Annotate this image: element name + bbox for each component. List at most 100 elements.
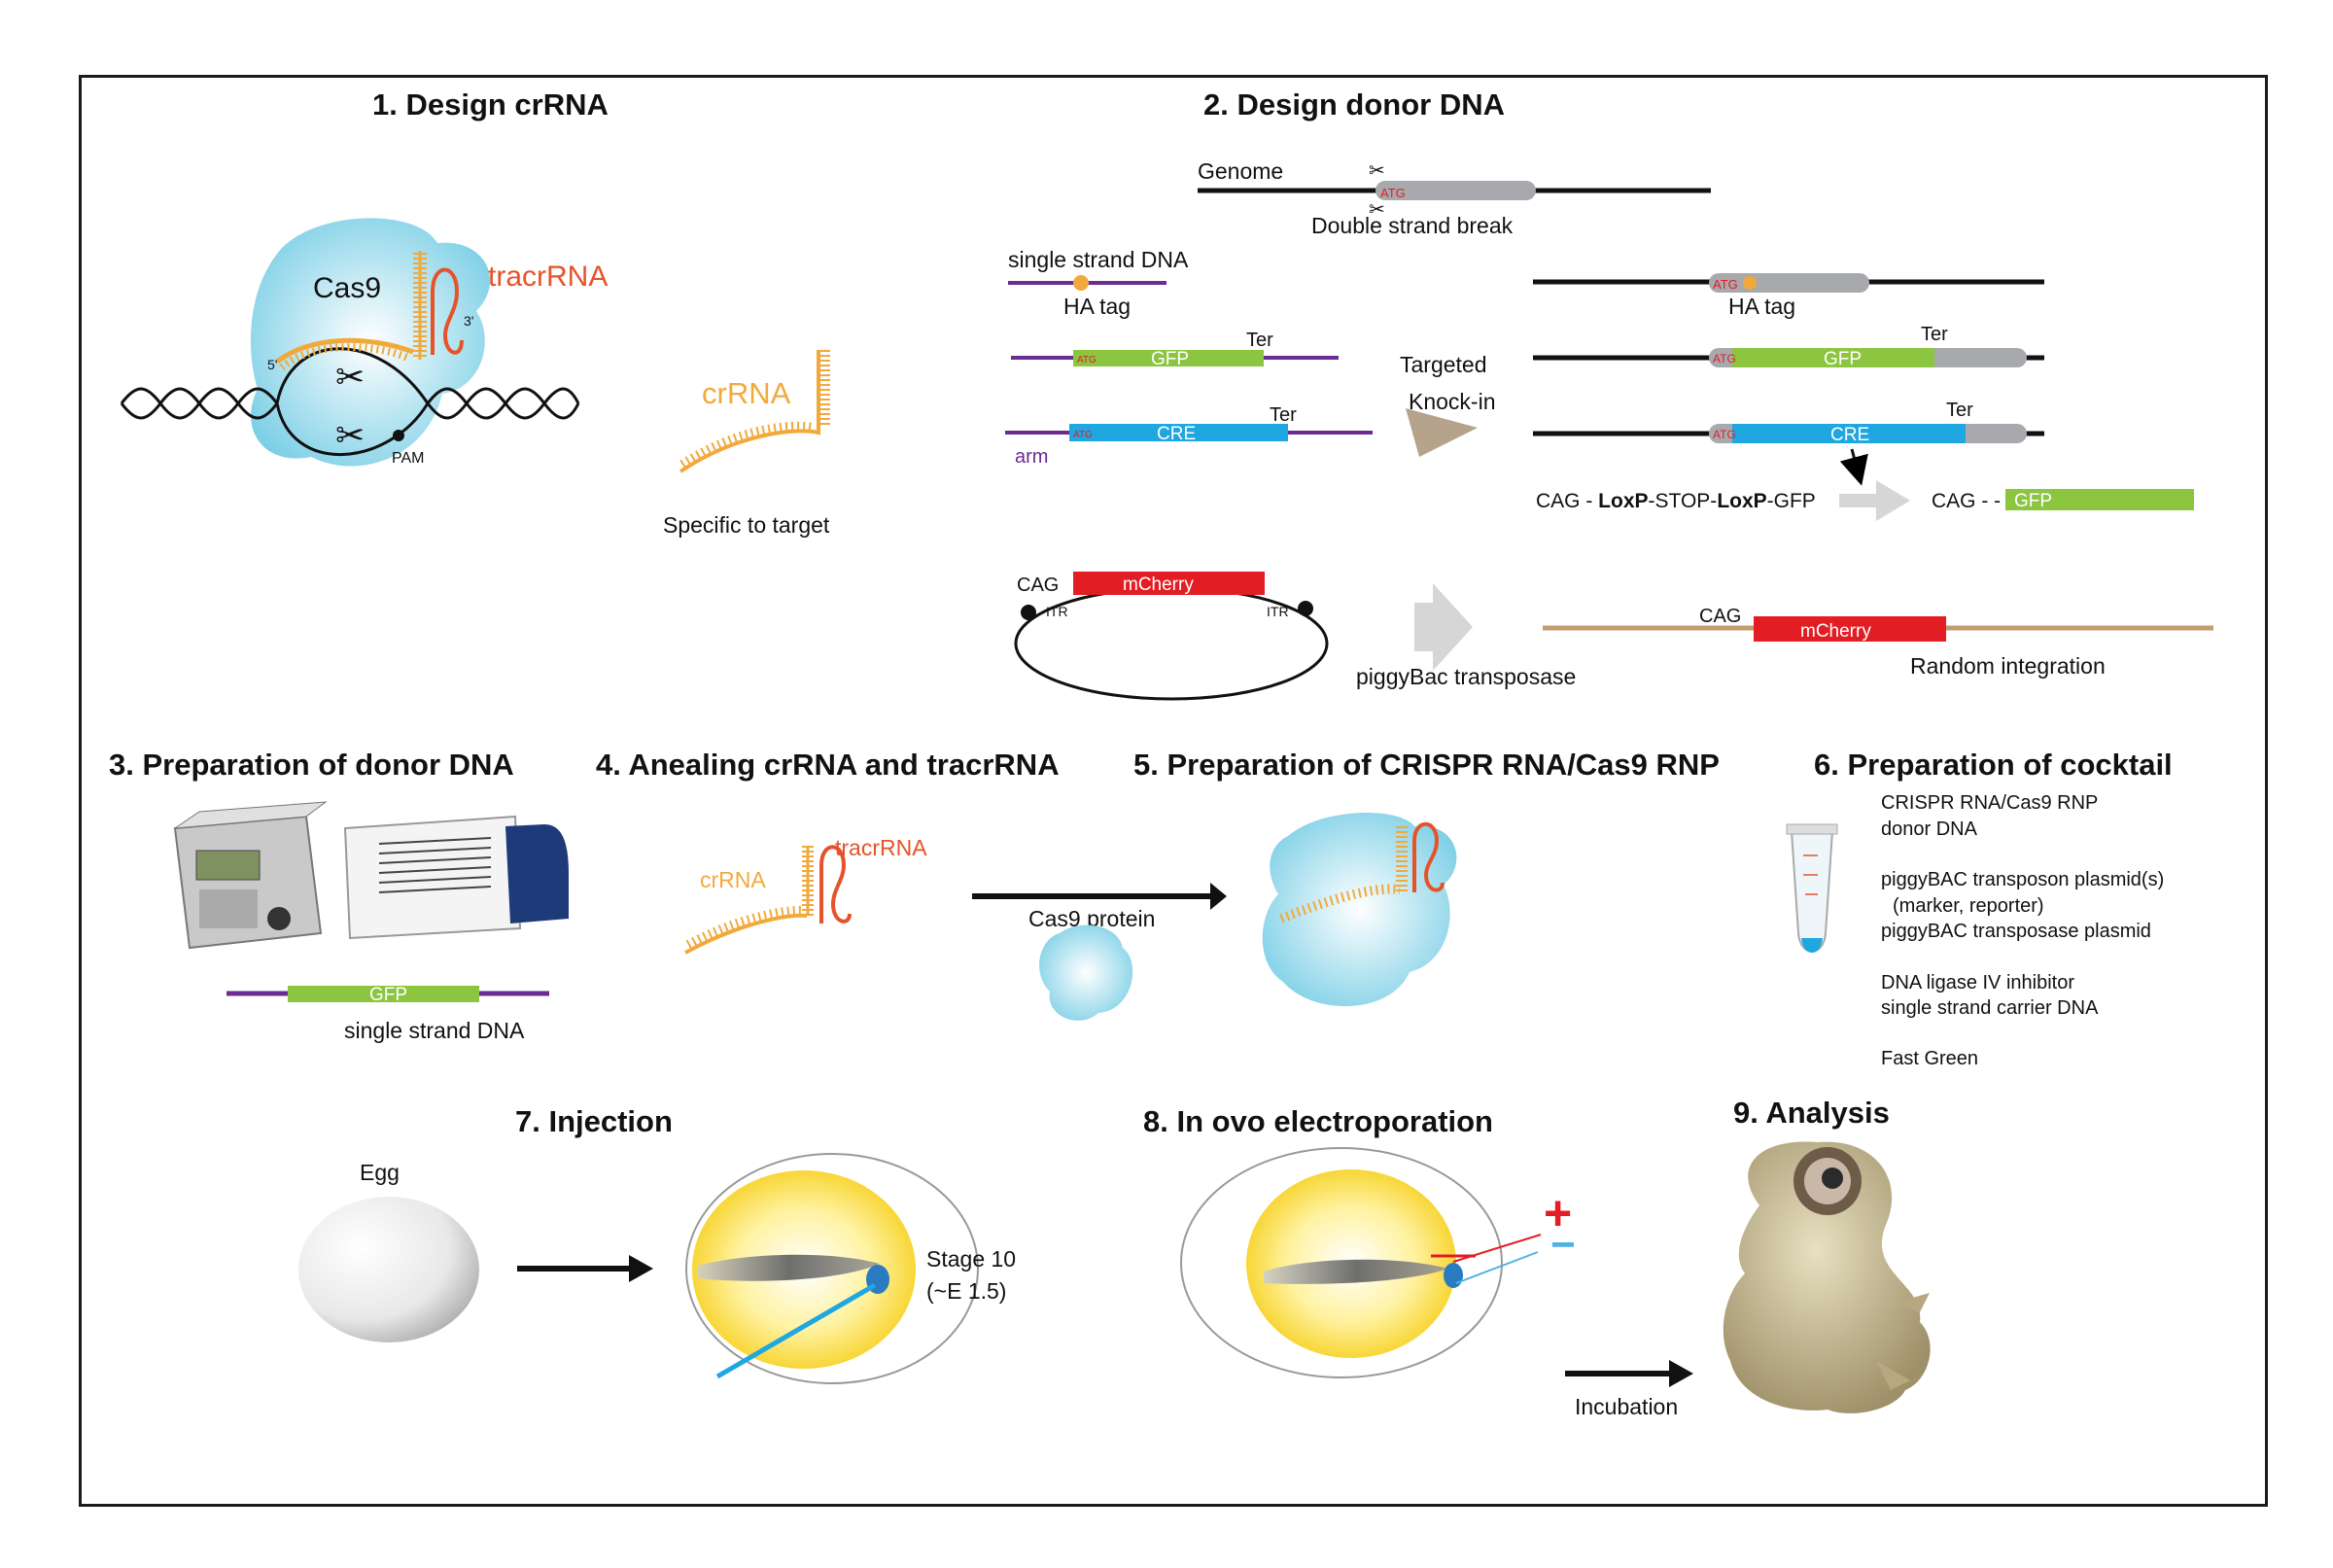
result-gfp-label: GFP <box>1824 349 1862 369</box>
injection-needle <box>715 1282 877 1379</box>
cocktail-line-7: single strand carrier DNA <box>1881 997 2099 1019</box>
egg-label: Egg <box>360 1160 400 1185</box>
genome-gene <box>1375 181 1536 200</box>
crrna-label: crRNA <box>702 376 791 410</box>
prep-gfp-box <box>288 986 479 1002</box>
cas9-combine-arrowhead <box>1210 883 1227 910</box>
genome-label: Genome <box>1198 158 1283 184</box>
cre-down-arrow <box>1839 448 1868 486</box>
cocktail-line-6: DNA ligase IV inhibitor <box>1881 972 2074 993</box>
stage-label: Stage 10 <box>926 1246 1016 1272</box>
plasmid-cag-label: CAG <box>1017 575 1059 596</box>
knock-in-label: Knock-in <box>1409 389 1495 414</box>
embryo-age-label: (~E 1.5) <box>926 1278 1006 1304</box>
cag-result-label: CAG - - <box>1932 490 2001 512</box>
double-strand-break-label: Double strand break <box>1311 213 1514 238</box>
result-cre-ter: Ter <box>1946 400 1973 421</box>
itr-right-label: ITR <box>1267 604 1289 619</box>
step6-heading: 6. Preparation of cocktail <box>1814 748 2173 782</box>
gfp-result-box <box>2005 489 2194 510</box>
random-mcherry-label: mCherry <box>1800 621 1871 642</box>
plus-sign: + <box>1544 1186 1572 1240</box>
step2-heading: 2. Design donor DNA <box>1203 87 1505 122</box>
ssdna-label: single strand DNA <box>1008 247 1189 272</box>
annealed-rna-illustration <box>684 845 852 955</box>
thermocycler-icon <box>173 801 328 950</box>
specific-to-target-label: Specific to target <box>663 512 830 538</box>
step9-heading: 9. Analysis <box>1733 1096 1890 1130</box>
targeted-label: Targeted <box>1400 352 1487 377</box>
result-cre-box <box>1732 424 1966 443</box>
egg-illustration <box>298 1197 479 1342</box>
anneal-tracrrna-label: tracrRNA <box>835 835 927 860</box>
electroporation-embryo <box>1264 1259 1448 1284</box>
cocktail-line-5: piggyBAC transposase plasmid <box>1881 921 2151 942</box>
genome-atg: ATG <box>1380 186 1406 200</box>
random-cag-label: CAG <box>1699 606 1741 627</box>
result-ha-dot <box>1743 276 1757 290</box>
step3-heading: 3. Preparation of donor DNA <box>109 748 514 782</box>
gfp-donor-atg: ATG <box>1077 355 1097 366</box>
injection-arrowhead <box>629 1255 653 1282</box>
plasmid-mcherry-box <box>1073 572 1265 595</box>
cas9-label: Cas9 <box>313 272 381 304</box>
step8-heading: 8. In ovo electroporation <box>1143 1104 1493 1138</box>
piggybac-label: piggyBac transposase <box>1356 664 1576 689</box>
gfp-donor-box <box>1073 350 1264 366</box>
cre-donor-ter: Ter <box>1270 404 1297 426</box>
itr-right-dot <box>1298 601 1313 616</box>
rnp-illustration <box>1262 813 1457 1007</box>
gel-box-icon <box>343 815 569 940</box>
result-cre-label: CRE <box>1830 425 1869 445</box>
step1-heading: 1. Design crRNA <box>372 87 609 122</box>
dna-helix-left <box>120 387 279 420</box>
dna-helix-right <box>426 387 580 420</box>
cocktail-line-8: Fast Green <box>1881 1048 1978 1069</box>
itr-left-label: ITR <box>1046 604 1068 619</box>
chick-embryo-illustration <box>1723 1141 1931 1413</box>
pam-label: PAM <box>392 450 424 467</box>
injection-embryo <box>698 1254 880 1281</box>
cas9-complex-illustration: ✂ ✂ <box>120 218 580 467</box>
random-mcherry-box <box>1754 616 1946 642</box>
gfp-result-label: GFP <box>2014 491 2052 511</box>
knock-in-arrow <box>1406 408 1478 457</box>
scissors-icon: ✂ <box>335 415 365 455</box>
cas9-protein-blob <box>1039 924 1133 1021</box>
step7-heading: 7. Injection <box>515 1104 673 1138</box>
pam-dot <box>393 430 404 441</box>
scissors-icon: ✂ <box>1369 199 1385 221</box>
incubation-label: Incubation <box>1575 1394 1678 1419</box>
figure-border <box>79 75 2268 1507</box>
cre-donor-label: CRE <box>1157 424 1196 444</box>
scissors-icon: ✂ <box>335 357 365 397</box>
ha-tag-dot <box>1073 275 1089 291</box>
cre-donor-box <box>1069 424 1288 441</box>
tracrrna-label: tracrRNA <box>488 261 608 293</box>
ha-tag-label: HA tag <box>1063 294 1131 319</box>
result-gfp-atg: ATG <box>1713 352 1736 366</box>
piggybac-arrow <box>1414 583 1473 671</box>
gfp-donor-label: GFP <box>1151 349 1189 369</box>
reporter-arrow <box>1839 480 1910 521</box>
electroporation-neural-tube <box>1444 1263 1463 1288</box>
minus-sign: − <box>1550 1221 1576 1269</box>
prep-ssdna-label: single strand DNA <box>344 1018 525 1043</box>
scissors-icon: ✂ <box>1369 160 1385 182</box>
five-prime-label: 5' <box>267 357 277 372</box>
loxp-reporter-label: CAG - LoxP-STOP-LoxP-GFP <box>1536 490 1816 512</box>
cocktail-line-4: (marker, reporter) <box>1893 895 2044 917</box>
prep-gfp-label: GFP <box>369 985 407 1005</box>
tube-icon <box>1786 823 1838 953</box>
incubation-arrowhead <box>1669 1360 1693 1387</box>
crrna-illustration <box>679 350 830 473</box>
step5-heading: 5. Preparation of CRISPR RNA/Cas9 RNP <box>1133 748 1720 782</box>
itr-left-dot <box>1021 605 1036 620</box>
plasmid-mcherry-label: mCherry <box>1123 575 1194 595</box>
result-gfp-box <box>1732 348 1934 367</box>
anneal-crrna-label: crRNA <box>700 867 766 892</box>
arm-label: arm <box>1015 446 1048 468</box>
gfp-donor-ter: Ter <box>1246 330 1273 351</box>
